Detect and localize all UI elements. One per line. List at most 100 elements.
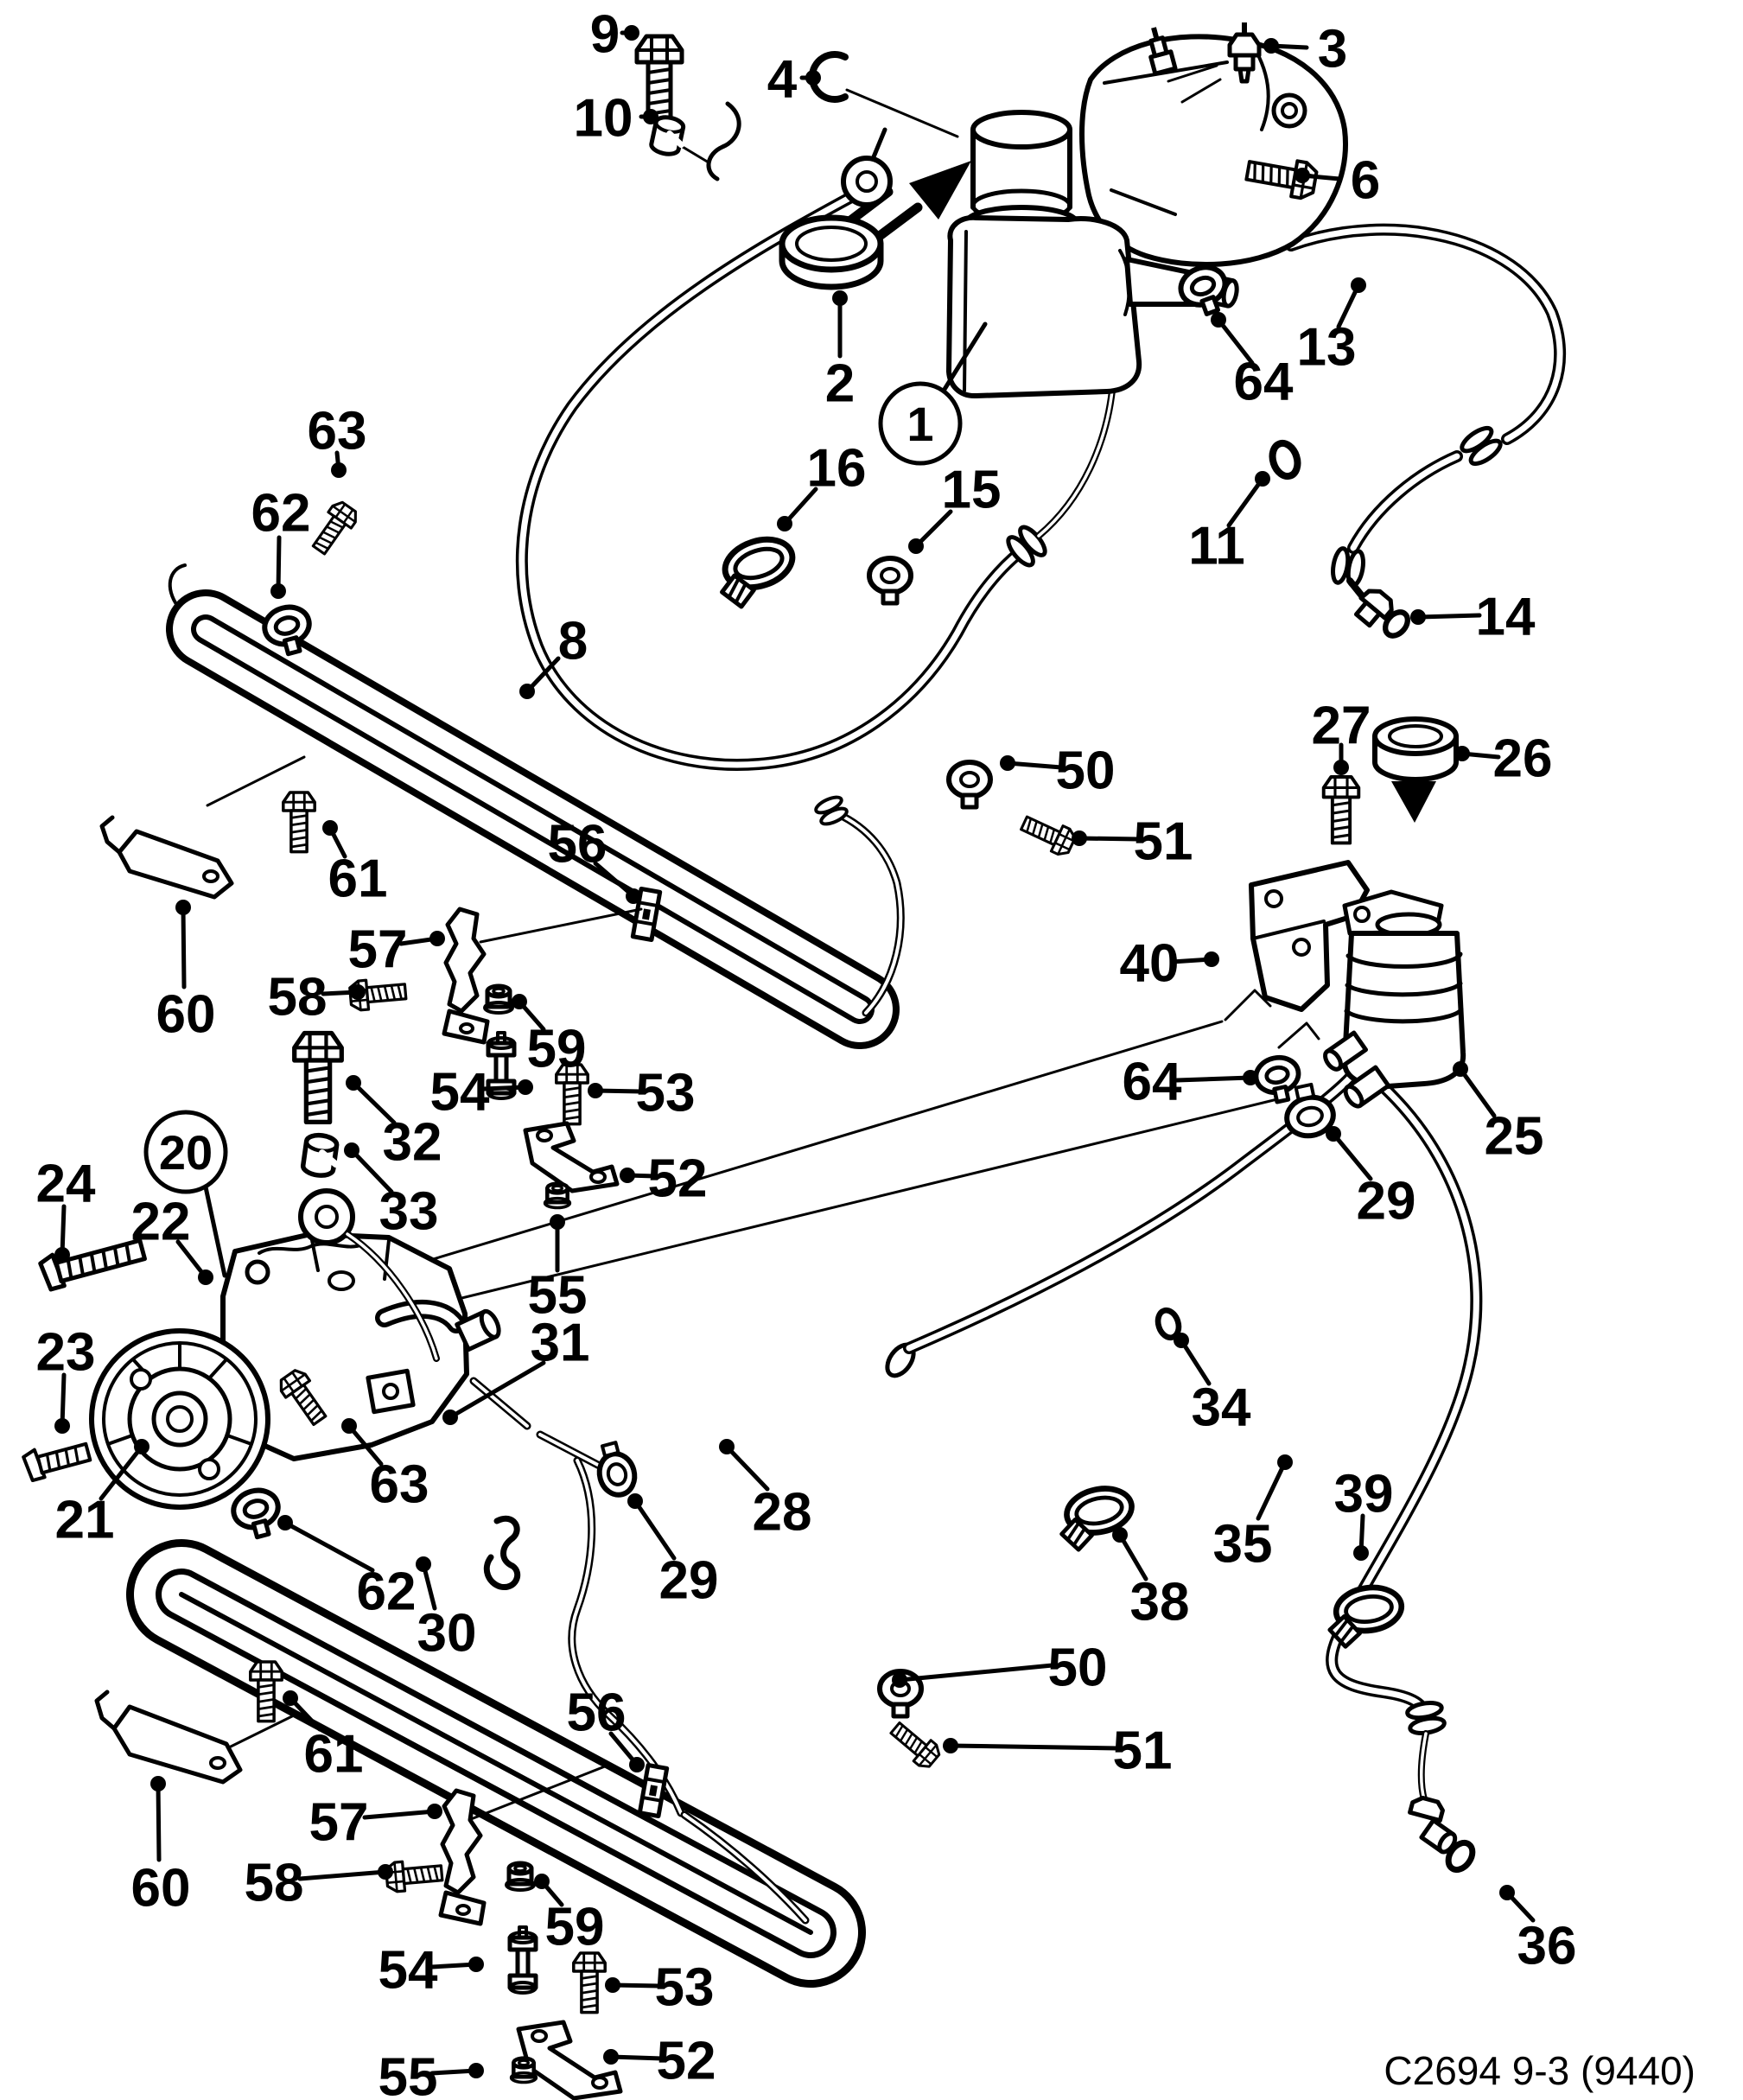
svg-text:10: 10 [574, 88, 633, 148]
pipe-cooler-to-hose [814, 794, 905, 1017]
part-pump-and-reservoir-assembly [681, 27, 1348, 399]
callout-32: 32 [346, 1075, 442, 1172]
svg-text:20: 20 [159, 1125, 213, 1180]
svg-text:9: 9 [590, 4, 620, 64]
svg-text:54: 54 [430, 1062, 490, 1122]
svg-text:62: 62 [357, 1562, 417, 1621]
callout-34: 34 [1174, 1333, 1251, 1437]
svg-text:6: 6 [1351, 150, 1380, 210]
svg-text:1: 1 [906, 397, 933, 451]
callout-36: 36 [1499, 1885, 1576, 1976]
bolt-63-upper [306, 497, 362, 560]
spacer-33 [302, 1134, 340, 1178]
spool-54-lower [510, 1927, 536, 1993]
callout-55: 55 [528, 1214, 588, 1325]
callout-59: 59 [512, 994, 586, 1079]
callout-22: 22 [131, 1192, 213, 1285]
callout-58: 58 [245, 1853, 393, 1912]
svg-text:13: 13 [1297, 317, 1357, 377]
callout-9: 9 [590, 4, 639, 64]
callout-13: 13 [1297, 277, 1366, 377]
callout-59: 59 [534, 1874, 604, 1957]
svg-text:59: 59 [545, 1897, 605, 1957]
grommet-15 [869, 558, 911, 603]
svg-text:58: 58 [268, 967, 328, 1027]
svg-text:28: 28 [753, 1482, 812, 1542]
bolt-32 [295, 1034, 342, 1123]
callout-56: 56 [548, 814, 641, 904]
svg-text:15: 15 [942, 460, 1002, 519]
svg-text:29: 29 [659, 1550, 719, 1610]
bracket-57-upper [442, 907, 490, 1045]
bracket-40 [1249, 860, 1370, 1012]
bolt-23 [22, 1441, 92, 1483]
bracket-60-lower [94, 1690, 243, 1785]
part-steering-pump [89, 1020, 1279, 1510]
callout-24: 24 [36, 1154, 96, 1263]
callout-28: 28 [719, 1439, 811, 1542]
callout-33: 33 [344, 1142, 438, 1241]
callout-10: 10 [574, 88, 658, 148]
grommet-50-upper [949, 762, 990, 807]
svg-text:51: 51 [1113, 1721, 1173, 1780]
callout-4: 4 [767, 49, 821, 109]
oring-11 [1269, 440, 1301, 480]
bolt-61-upper [282, 791, 316, 854]
svg-text:32: 32 [383, 1112, 442, 1172]
callout-6: 6 [1295, 150, 1380, 210]
svg-text:30: 30 [417, 1603, 477, 1663]
fitting-14 [1353, 589, 1394, 628]
bolt-51-lower [885, 1716, 945, 1772]
callout-23: 23 [36, 1322, 95, 1434]
callout-35: 35 [1213, 1454, 1293, 1574]
svg-text:24: 24 [36, 1154, 96, 1213]
svg-text:60: 60 [156, 984, 216, 1044]
callout-64: 64 [1211, 312, 1294, 411]
svg-text:61: 61 [304, 1724, 364, 1784]
svg-text:50: 50 [1048, 1638, 1108, 1697]
pressure-sender-on-pump [1148, 27, 1178, 76]
svg-text:27: 27 [1312, 696, 1371, 755]
callout-52: 52 [620, 1149, 707, 1208]
svg-text:55: 55 [528, 1265, 588, 1325]
callout-39: 39 [1334, 1464, 1393, 1561]
callout-29: 29 [1326, 1126, 1415, 1231]
callout-53: 53 [605, 1957, 714, 2017]
svg-text:64: 64 [1123, 1052, 1182, 1111]
callout-54: 54 [378, 1940, 484, 2000]
bracket-60-upper [99, 815, 234, 900]
svg-text:31: 31 [531, 1313, 590, 1372]
svg-text:35: 35 [1213, 1514, 1273, 1574]
nut-59-lower [506, 1863, 534, 1890]
callout-57: 57 [309, 1792, 442, 1852]
callout-31: 31 [442, 1313, 589, 1425]
cooler-pipe-upper-loop [166, 563, 900, 1049]
callout-61: 61 [283, 1690, 363, 1784]
svg-text:16: 16 [807, 438, 867, 498]
svg-text:56: 56 [567, 1683, 627, 1742]
callout-29: 29 [627, 1493, 718, 1610]
svg-text:2: 2 [825, 353, 855, 413]
svg-text:26: 26 [1493, 729, 1553, 788]
banjo-fitting [841, 127, 893, 207]
svg-text:62: 62 [251, 483, 311, 543]
cooler-lower-mounting-hardware [94, 1660, 667, 2100]
callout-52: 52 [603, 2031, 716, 2090]
diagram-line-art [22, 22, 1567, 2100]
sensor-3 [1227, 22, 1262, 84]
banjo-33-eye [298, 1188, 440, 1362]
svg-text:25: 25 [1485, 1106, 1544, 1166]
callout-2: 2 [825, 290, 855, 413]
callout-62: 62 [251, 483, 311, 599]
svg-text:55: 55 [378, 2047, 438, 2100]
cap-26 [1372, 716, 1459, 782]
clamp-64-right [1253, 1053, 1304, 1105]
install-arrow [1391, 781, 1436, 823]
nut-59-upper [485, 986, 512, 1013]
callout-53: 53 [588, 1063, 695, 1123]
reservoir-25 [1323, 889, 1466, 1109]
clip-30 [483, 1516, 521, 1590]
callout-60: 60 [156, 900, 216, 1044]
svg-text:14: 14 [1476, 587, 1536, 646]
